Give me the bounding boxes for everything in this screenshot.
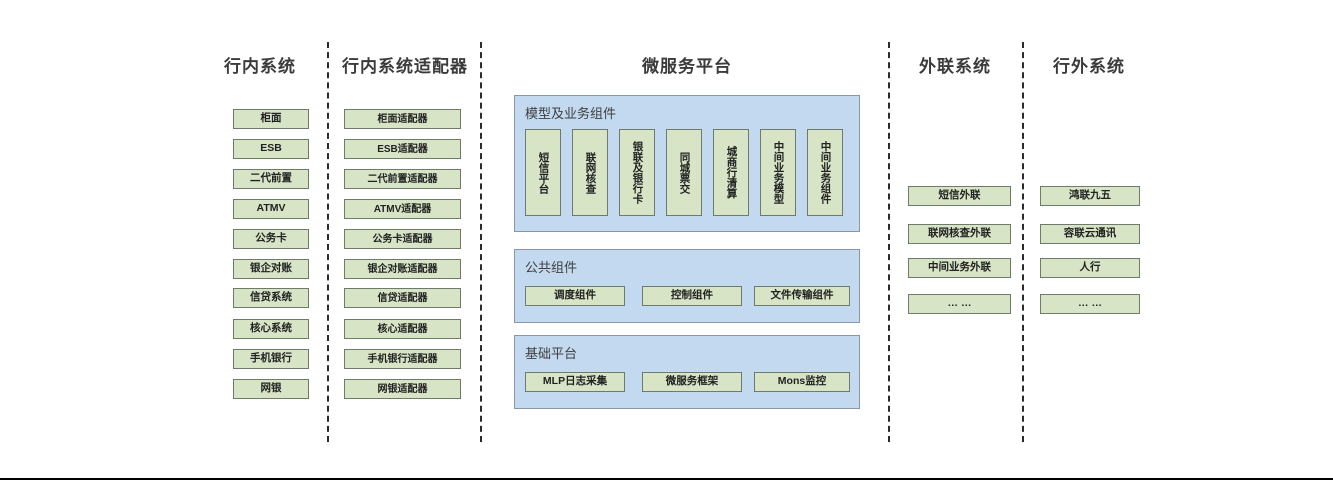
node-outside-0[interactable]: 鸿联九五 [1040, 186, 1140, 206]
node-internal-3[interactable]: ATMV [233, 199, 309, 219]
vnode-model-5-label: 中间业务模型 [772, 141, 785, 204]
node-internal-6[interactable]: 信贷系统 [233, 288, 309, 308]
node-adapter-6[interactable]: 信贷适配器 [344, 288, 461, 308]
node-external-3[interactable]: … … [908, 294, 1011, 314]
node-outside-1[interactable]: 容联云通讯 [1040, 224, 1140, 244]
divider-adapter-platform [480, 42, 482, 442]
node-internal-9[interactable]: 网银 [233, 379, 309, 399]
panel-label-public-components: 公共组件 [525, 260, 578, 275]
node-base-0[interactable]: MLP日志采集 [525, 372, 625, 392]
node-adapter-5[interactable]: 银企对账适配器 [344, 259, 461, 279]
node-public-2[interactable]: 文件传输组件 [754, 286, 850, 306]
node-internal-7[interactable]: 核心系统 [233, 319, 309, 339]
node-base-2[interactable]: Mons监控 [754, 372, 850, 392]
node-internal-1[interactable]: ESB [233, 139, 309, 159]
vnode-model-4-label: 城商行清算 [725, 146, 738, 199]
column-title-platform: 微服务平台 [642, 57, 732, 76]
node-public-1[interactable]: 控制组件 [642, 286, 742, 306]
panel-label-model-business-components: 模型及业务组件 [525, 106, 617, 121]
node-internal-2[interactable]: 二代前置 [233, 169, 309, 189]
vnode-model-0[interactable]: 短信平台 [525, 129, 561, 216]
divider-internal-adapter [327, 42, 329, 442]
node-external-2[interactable]: 中间业务外联 [908, 258, 1011, 278]
column-title-outside: 行外系统 [1053, 57, 1125, 76]
divider-platform-external [888, 42, 890, 442]
node-outside-3[interactable]: … … [1040, 294, 1140, 314]
node-adapter-2[interactable]: 二代前置适配器 [344, 169, 461, 189]
node-adapter-0[interactable]: 柜面适配器 [344, 109, 461, 129]
column-title-external-link: 外联系统 [919, 57, 991, 76]
column-title-adapter: 行内系统适配器 [342, 57, 468, 76]
vnode-model-0-label: 短信平台 [537, 151, 550, 194]
node-internal-8[interactable]: 手机银行 [233, 349, 309, 369]
node-outside-2[interactable]: 人行 [1040, 258, 1140, 278]
node-external-1[interactable]: 联网核查外联 [908, 224, 1011, 244]
vnode-model-1-label: 联网核查 [584, 151, 597, 194]
node-adapter-1[interactable]: ESB适配器 [344, 139, 461, 159]
node-adapter-3[interactable]: ATMV适配器 [344, 199, 461, 219]
vnode-model-3-label: 同城票交 [678, 151, 691, 194]
node-base-1[interactable]: 微服务框架 [642, 372, 742, 392]
vnode-model-2-label: 银联及银行卡 [631, 141, 644, 204]
vnode-model-2[interactable]: 银联及银行卡 [619, 129, 655, 216]
bottom-rule [0, 478, 1333, 480]
node-adapter-7[interactable]: 核心适配器 [344, 319, 461, 339]
vnode-model-6[interactable]: 中间业务组件 [807, 129, 843, 216]
node-adapter-4[interactable]: 公务卡适配器 [344, 229, 461, 249]
column-title-internal: 行内系统 [224, 57, 296, 76]
node-external-0[interactable]: 短信外联 [908, 186, 1011, 206]
vnode-model-1[interactable]: 联网核查 [572, 129, 608, 216]
vnode-model-5[interactable]: 中间业务模型 [760, 129, 796, 216]
node-internal-5[interactable]: 银企对账 [233, 259, 309, 279]
node-adapter-8[interactable]: 手机银行适配器 [344, 349, 461, 369]
vnode-model-3[interactable]: 同城票交 [666, 129, 702, 216]
node-internal-0[interactable]: 柜面 [233, 109, 309, 129]
panel-label-base-platform: 基础平台 [525, 346, 578, 361]
node-internal-4[interactable]: 公务卡 [233, 229, 309, 249]
vnode-model-6-label: 中间业务组件 [819, 141, 832, 204]
divider-external-outside [1022, 42, 1024, 442]
node-adapter-9[interactable]: 网银适配器 [344, 379, 461, 399]
node-public-0[interactable]: 调度组件 [525, 286, 625, 306]
vnode-model-4[interactable]: 城商行清算 [713, 129, 749, 216]
